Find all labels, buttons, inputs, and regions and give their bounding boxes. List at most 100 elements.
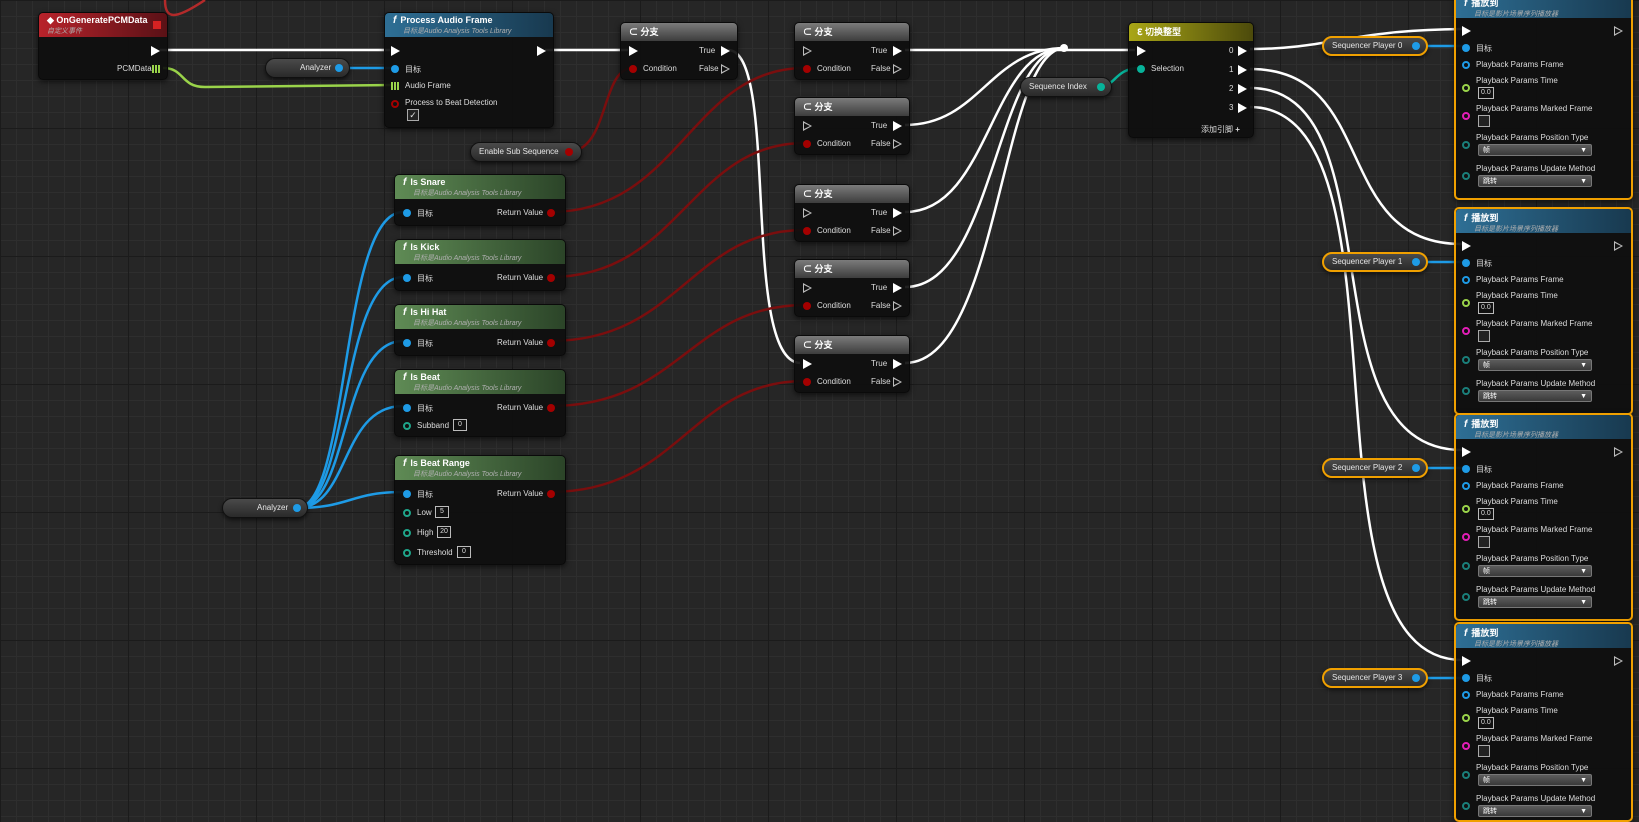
marked-frame-pin[interactable] (1462, 327, 1470, 335)
marked-frame-box[interactable] (1478, 745, 1490, 757)
exec-in-pin[interactable] (1137, 46, 1146, 56)
target-pin[interactable] (403, 209, 411, 217)
switch-output-2-pin[interactable] (1238, 84, 1247, 94)
threshold-pin[interactable] (403, 549, 411, 557)
analyzer-out-pin[interactable] (293, 504, 301, 512)
target-pin[interactable] (1462, 465, 1470, 473)
switch-on-int-node[interactable]: ℇ 切换整型 Selection 0 1 2 3 添加引脚 + (1128, 22, 1254, 138)
return-value-pin[interactable] (547, 209, 555, 217)
position-type-pin[interactable] (1462, 562, 1470, 570)
position-type-pin[interactable] (1462, 356, 1470, 364)
false-exec-pin[interactable] (893, 139, 902, 149)
sequence-index-getter[interactable]: Sequence Index (1020, 77, 1112, 97)
false-exec-pin[interactable] (893, 301, 902, 311)
subband-input[interactable]: 0 (453, 419, 467, 431)
condition-pin[interactable] (803, 378, 811, 386)
time-pin[interactable] (1462, 299, 1470, 307)
sequencer-player-0-pin[interactable] (1412, 42, 1420, 50)
branch-header[interactable]: ⊂ 分支 (795, 185, 909, 203)
exec-out-pin[interactable] (1614, 656, 1623, 666)
exec-in-pin[interactable] (1462, 241, 1471, 251)
sequencer-player-1-pin[interactable] (1412, 258, 1420, 266)
beat-detection-checkbox[interactable]: ✓ (407, 109, 419, 121)
analyzer-getter-bottom[interactable]: Analyzer (222, 498, 308, 518)
true-exec-pin[interactable] (893, 359, 902, 369)
update-method-dropdown[interactable]: 跳转▼ (1478, 805, 1592, 817)
exec-in-pin[interactable] (803, 46, 812, 56)
time-pin[interactable] (1462, 505, 1470, 513)
switch-output-0-pin[interactable] (1238, 46, 1247, 56)
marked-frame-pin[interactable] (1462, 742, 1470, 750)
return-value-pin[interactable] (547, 274, 555, 282)
time-pin[interactable] (1462, 84, 1470, 92)
exec-out-pin[interactable] (1614, 241, 1623, 251)
exec-out-pin[interactable] (1614, 26, 1623, 36)
target-pin[interactable] (1462, 259, 1470, 267)
position-type-pin[interactable] (1462, 141, 1470, 149)
marked-frame-pin[interactable] (1462, 112, 1470, 120)
branch-node-4[interactable]: ⊂ 分支 True Condition False (794, 259, 910, 317)
exec-in-pin[interactable] (803, 121, 812, 131)
target-pin[interactable] (1462, 44, 1470, 52)
target-pin[interactable] (403, 274, 411, 282)
return-value-pin[interactable] (547, 339, 555, 347)
target-pin[interactable] (403, 339, 411, 347)
exec-out-pin[interactable] (1614, 447, 1623, 457)
sequencer-player-2-getter[interactable]: Sequencer Player 2 (1322, 458, 1428, 478)
time-input[interactable]: 0.0 (1478, 302, 1494, 314)
analyzer-out-pin[interactable] (335, 64, 343, 72)
position-type-dropdown[interactable]: 帧▼ (1478, 359, 1592, 371)
branch-node-3[interactable]: ⊂ 分支 True Condition False (794, 184, 910, 242)
exec-in-pin[interactable] (803, 283, 812, 293)
time-input[interactable]: 0.0 (1478, 717, 1494, 729)
branch-node-5[interactable]: ⊂ 分支 True Condition False (794, 335, 910, 393)
condition-pin[interactable] (629, 65, 637, 73)
condition-pin[interactable] (803, 140, 811, 148)
add-pin-button[interactable]: 添加引脚 + (1201, 124, 1240, 135)
target-pin[interactable] (403, 404, 411, 412)
threshold-input[interactable]: 0 (457, 546, 471, 558)
selection-pin[interactable] (1137, 65, 1145, 73)
sequencer-player-3-pin[interactable] (1412, 674, 1420, 682)
true-exec-pin[interactable] (893, 46, 902, 56)
audio-frame-pin[interactable] (391, 82, 400, 90)
branch-header[interactable]: ⊂ 分支 (795, 98, 909, 116)
marked-frame-box[interactable] (1478, 330, 1490, 342)
true-exec-pin[interactable] (893, 283, 902, 293)
frame-pin[interactable] (1462, 482, 1470, 490)
return-value-pin[interactable] (547, 490, 555, 498)
low-pin[interactable] (403, 509, 411, 517)
branch-header[interactable]: ⊂ 分支 (795, 260, 909, 278)
true-exec-pin[interactable] (721, 46, 730, 56)
reroute-knot[interactable] (1060, 44, 1068, 52)
position-type-dropdown[interactable]: 帧▼ (1478, 144, 1592, 156)
branch-header[interactable]: ⊂ 分支 (795, 336, 909, 354)
false-exec-pin[interactable] (893, 226, 902, 236)
enable-sub-sequence-pin[interactable] (565, 148, 573, 156)
time-input[interactable]: 0.0 (1478, 87, 1494, 99)
sequence-index-pin[interactable] (1097, 83, 1105, 91)
update-method-pin[interactable] (1462, 802, 1470, 810)
update-method-pin[interactable] (1462, 172, 1470, 180)
exec-in-pin[interactable] (1462, 26, 1471, 36)
exec-in-pin[interactable] (1462, 447, 1471, 457)
event-node[interactable]: ◆ OnGeneratePCMData 自定义事件 PCMData (38, 12, 168, 80)
false-exec-pin[interactable] (893, 377, 902, 387)
high-pin[interactable] (403, 529, 411, 537)
marked-frame-box[interactable] (1478, 536, 1490, 548)
switch-output-3-pin[interactable] (1238, 103, 1247, 113)
branch-node-2[interactable]: ⊂ 分支 True Condition False (794, 97, 910, 155)
delegate-pin[interactable] (153, 21, 161, 29)
update-method-dropdown[interactable]: 跳转▼ (1478, 596, 1592, 608)
high-input[interactable]: 20 (437, 526, 451, 538)
time-pin[interactable] (1462, 714, 1470, 722)
